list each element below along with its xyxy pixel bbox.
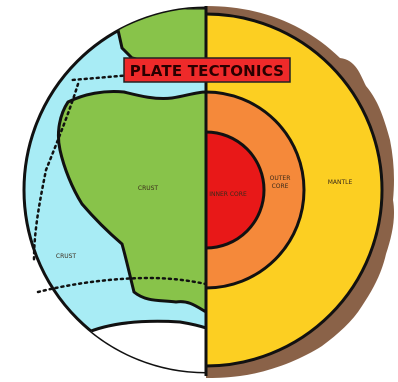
- inner-core-label-text: INNER CORE: [209, 191, 247, 198]
- crust-continent-label: CRUST: [138, 185, 159, 192]
- crust-ocean-label: CRUST: [56, 253, 77, 260]
- diagram-title: PLATE TECTONICS: [130, 62, 284, 80]
- inner-core-label: INNER CORE: [209, 191, 247, 198]
- outer-core-label-line1: OUTER: [270, 175, 291, 182]
- northern-landmass: [118, 8, 206, 62]
- outer-core-label-line2: CORE: [272, 183, 289, 190]
- mantle-label: MANTLE: [328, 179, 353, 186]
- polar-ice: [60, 321, 206, 382]
